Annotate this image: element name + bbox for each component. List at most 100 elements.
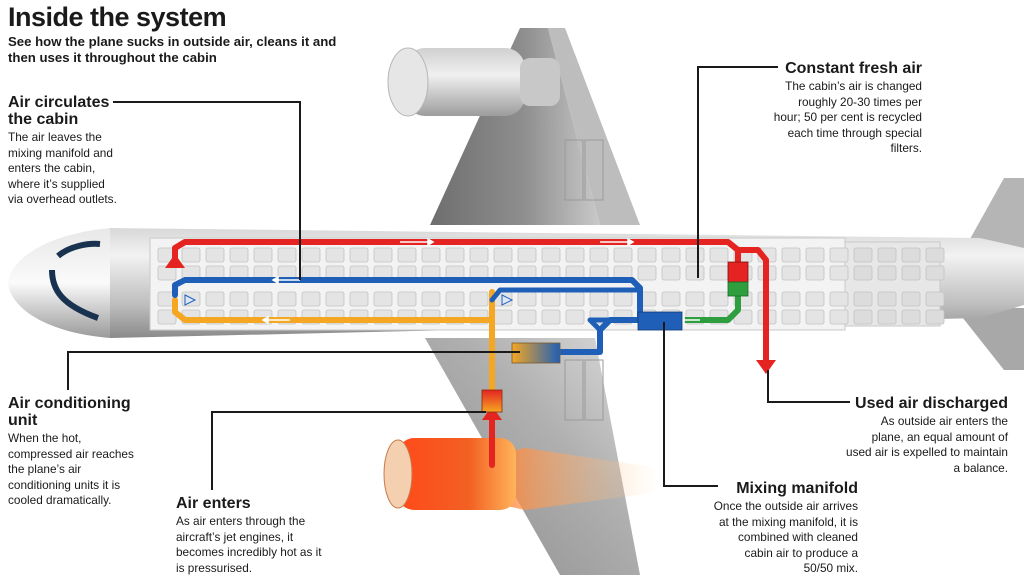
callout-air-conditioning-unit: Air conditioning unit When the hot, comp…	[8, 395, 146, 509]
callout-body: As air enters through the aircraft’s jet…	[176, 514, 322, 575]
upper-wing-flap	[564, 139, 584, 201]
passenger-seat	[205, 247, 225, 263]
passenger-seat	[637, 265, 657, 281]
page-subtitle: See how the plane sucks in outside air, …	[8, 34, 337, 65]
callout-heading: Air circulates the cabin	[8, 94, 110, 128]
callout-body: When the hot, compressed air reaches the…	[8, 431, 134, 507]
callout-mixing-manifold: Mixing manifold Once the outside air arr…	[712, 480, 858, 577]
passenger-seat	[253, 247, 273, 263]
passenger-seat	[877, 309, 897, 325]
passenger-seat	[565, 291, 585, 307]
passenger-seat	[685, 291, 705, 307]
callout-air-circulates: Air circulates the cabin The air leaves …	[8, 94, 120, 208]
passenger-seat	[853, 247, 873, 263]
passenger-seat	[229, 247, 249, 263]
outlet-arrow-left	[184, 294, 197, 306]
passenger-seat	[613, 291, 633, 307]
passenger-seat	[853, 309, 873, 325]
passenger-seat	[853, 265, 873, 281]
passenger-seat	[469, 291, 489, 307]
callout-body: The air leaves the mixing manifold and e…	[8, 130, 117, 206]
passenger-seat	[229, 291, 249, 307]
passenger-seat	[421, 291, 441, 307]
passenger-seat	[925, 309, 945, 325]
callout-used-air-discharged: Used air discharged As outside air enter…	[846, 395, 1008, 476]
leader-lines	[67, 66, 850, 490]
cockpit-window-lower	[49, 269, 100, 321]
passenger-seat	[469, 247, 489, 263]
passenger-seat	[829, 247, 849, 263]
passenger-seat	[397, 291, 417, 307]
passenger-seat	[901, 265, 921, 281]
passenger-seat	[637, 247, 657, 263]
passenger-seat	[853, 291, 873, 307]
upper-wing-trailing-edge	[548, 28, 640, 225]
passenger-seat	[157, 265, 177, 281]
callout-air-enters: Air enters As air enters through the air…	[176, 495, 326, 576]
passenger-seat	[301, 247, 321, 263]
passenger-seat	[397, 247, 417, 263]
mixing-manifold-box	[637, 311, 683, 331]
cockpit-window-upper	[56, 240, 101, 259]
callout-heading: Constant fresh air	[785, 60, 922, 77]
page-title: Inside the system	[8, 2, 227, 32]
passenger-seat	[157, 309, 177, 325]
passenger-seat	[805, 247, 825, 263]
passenger-seat	[709, 291, 729, 307]
leader-used-air	[767, 370, 850, 403]
filter-unit-red	[727, 261, 749, 283]
callout-body: Once the outside air arrives at the mixi…	[713, 499, 858, 575]
lower-wing-flap	[564, 359, 584, 421]
leader-mixing-manifold	[663, 322, 718, 487]
lower-wing-flap-2	[584, 359, 604, 421]
passenger-seat	[517, 291, 537, 307]
passenger-seat	[901, 291, 921, 307]
passenger-seat	[589, 247, 609, 263]
passenger-seat	[565, 247, 585, 263]
up-arrow-red	[165, 254, 185, 268]
leader-air-conditioning	[67, 351, 520, 390]
leader-air-enters	[211, 411, 486, 490]
passenger-seat	[277, 247, 297, 263]
upper-tailplane	[965, 178, 1024, 248]
passenger-seat	[541, 247, 561, 263]
flow-arrows	[165, 237, 776, 420]
passenger-seat	[373, 291, 393, 307]
passenger-seat	[925, 265, 945, 281]
passenger-seat	[493, 309, 513, 325]
up-arrow-engine	[482, 406, 502, 420]
down-arrow-red	[756, 360, 776, 374]
passenger-seat	[685, 247, 705, 263]
engine-heat-exchanger-box	[481, 389, 503, 413]
passenger-seat	[829, 309, 849, 325]
passenger-seat	[253, 291, 273, 307]
passenger-seat	[709, 265, 729, 281]
passenger-seat	[877, 247, 897, 263]
passenger-seat	[685, 265, 705, 281]
leader-constant-fresh	[697, 66, 778, 278]
passenger-seat	[325, 291, 345, 307]
passenger-seat	[565, 309, 585, 325]
passenger-seat	[349, 247, 369, 263]
passenger-seat	[493, 247, 513, 263]
upper-engine	[387, 47, 560, 117]
passenger-seat	[589, 291, 609, 307]
callout-body: As outside air enters the plane, an equa…	[846, 414, 1008, 475]
callout-body: The cabin’s air is changed roughly 20-30…	[773, 79, 922, 155]
outlet-arrow-mid	[501, 294, 514, 306]
callout-constant-fresh-air: Constant fresh air The cabin’s air is ch…	[768, 60, 922, 157]
passenger-seat	[781, 265, 801, 281]
passenger-seat	[709, 247, 729, 263]
filter-unit-green	[727, 281, 749, 297]
passenger-seat	[325, 247, 345, 263]
passenger-seat	[901, 309, 921, 325]
passenger-seat	[277, 291, 297, 307]
passenger-seat	[445, 247, 465, 263]
passenger-seat	[829, 291, 849, 307]
lower-engine-hot	[383, 438, 660, 510]
passenger-seat	[661, 247, 681, 263]
passenger-seat	[805, 265, 825, 281]
passenger-seat	[781, 291, 801, 307]
passenger-seat	[517, 247, 537, 263]
